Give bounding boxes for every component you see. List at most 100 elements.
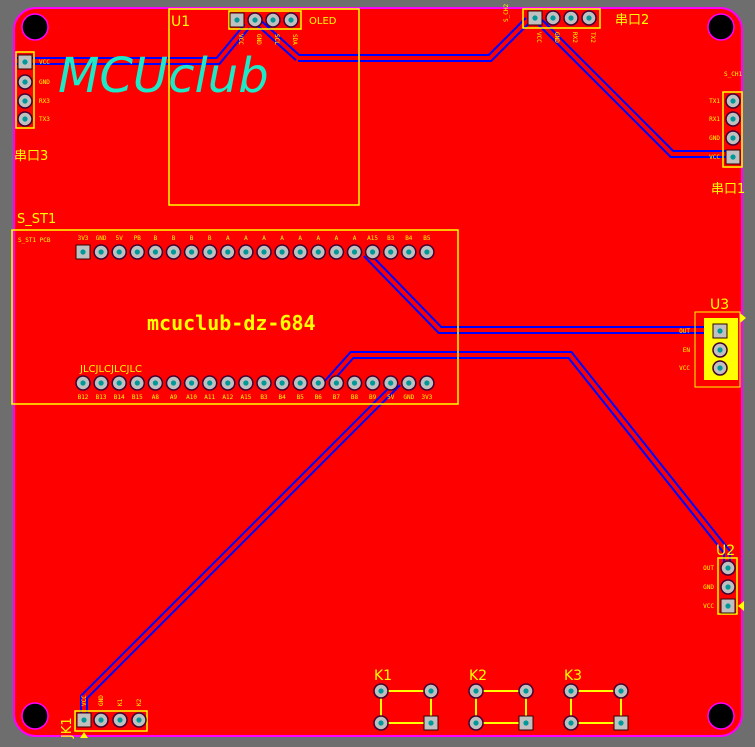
pin-label: A15: [240, 394, 251, 401]
pin-label: 5V: [116, 235, 124, 242]
drill-hole: [225, 249, 231, 255]
drill-hole: [717, 365, 723, 371]
pin-label: B: [190, 235, 194, 242]
drill-hole: [333, 249, 339, 255]
drill-hole: [370, 249, 376, 255]
mounting-holes: [21, 13, 735, 730]
pin-label: PB: [134, 235, 142, 242]
u1-name: OLED: [309, 16, 337, 27]
drill-hole: [243, 249, 249, 255]
pin-label: B: [172, 235, 176, 242]
pin-label: B3: [260, 394, 268, 401]
pin-label: A8: [152, 394, 160, 401]
drill-hole: [116, 380, 122, 386]
drill-hole: [98, 380, 104, 386]
drill-hole: [370, 380, 376, 386]
key-outline: [380, 690, 432, 724]
pin-label: VCC: [679, 365, 690, 372]
pin-label: OUT: [679, 328, 690, 335]
drill-hole: [22, 59, 28, 65]
drill-hole: [428, 720, 434, 726]
pin-label: B5: [297, 394, 305, 401]
pin-label: RX1: [709, 116, 720, 123]
pin-label: B: [154, 235, 158, 242]
uart1-small: S_CH1: [724, 71, 742, 78]
pin-label: GND: [553, 32, 560, 43]
drill-hole: [730, 98, 736, 104]
drill-hole: [297, 380, 303, 386]
u1-header-outline: [228, 10, 302, 30]
drill-hole: [378, 688, 384, 694]
pin-label: K2: [136, 698, 143, 706]
drill-hole: [152, 249, 158, 255]
drill-hole: [406, 249, 412, 255]
pin-label: GND: [96, 235, 107, 242]
pin-label: A: [298, 235, 302, 242]
pin-label: RX3: [39, 98, 50, 105]
s-st1-title: mcuclub-dz-684: [147, 311, 316, 335]
drill-hole: [568, 15, 574, 21]
drill-hole: [315, 380, 321, 386]
drill-hole: [725, 603, 731, 609]
u2-pin1-marker: [738, 601, 744, 611]
pin-label: VCC: [39, 59, 50, 66]
drill-hole: [618, 688, 624, 694]
drill-hole: [170, 249, 177, 255]
drill-hole: [134, 249, 140, 255]
pin-label: B9: [369, 394, 377, 401]
pin-label: B5: [423, 235, 431, 242]
pin-label: B4: [278, 394, 286, 401]
drill-hole: [80, 380, 86, 386]
drill-hole: [243, 380, 249, 386]
pin-label: VCC: [535, 32, 542, 43]
traces: [15, 17, 733, 718]
drill-hole: [261, 380, 267, 386]
drill-hole: [725, 584, 731, 590]
pin-label: VCC: [81, 695, 88, 706]
drill-hole: [170, 380, 177, 386]
pin-label: A15: [367, 235, 378, 242]
drill-hole: [288, 17, 294, 23]
pads: [17, 10, 741, 731]
drill-hole: [618, 720, 624, 726]
pin-label: RX2: [571, 32, 578, 43]
drill-hole: [152, 380, 158, 386]
pin-label: B15: [132, 394, 143, 401]
trace-core-0: [15, 24, 249, 63]
pin-label: A: [244, 235, 248, 242]
drill-hole: [297, 249, 303, 255]
key-ref: K2: [469, 668, 487, 684]
mounting-hole: [707, 13, 735, 41]
pin-label: 3V3: [421, 394, 432, 401]
drill-hole: [22, 98, 28, 104]
drill-hole: [279, 380, 285, 386]
pin-label: GND: [98, 695, 105, 706]
pin-label: VCC: [237, 34, 244, 45]
drill-hole: [568, 720, 574, 726]
drill-hole: [189, 380, 195, 386]
pin-label: B7: [333, 394, 341, 401]
trace-core-1: [256, 18, 530, 60]
pin-label: A11: [204, 394, 215, 401]
pin-label: B: [208, 235, 212, 242]
key-outline: [570, 690, 622, 724]
drill-hole: [252, 17, 258, 23]
drill-hole: [586, 15, 592, 21]
drill-hole: [388, 380, 394, 386]
pin-label: GND: [255, 34, 262, 45]
uart3-outline: [15, 51, 35, 129]
drill-hole: [730, 116, 736, 122]
drill-hole: [725, 565, 731, 571]
drill-hole: [378, 720, 384, 726]
pin-label: A: [280, 235, 284, 242]
s-st1-marking: JLCJLCJLCJLC: [79, 364, 142, 375]
drill-hole: [730, 154, 736, 160]
uart2-ref: 串口2: [615, 13, 649, 28]
uart3-ref: 串口3: [14, 149, 48, 164]
drill-hole: [406, 380, 412, 386]
trace-core-3: [364, 252, 705, 332]
drill-hole: [315, 249, 321, 255]
pin-label: A: [335, 235, 339, 242]
drill-hole: [473, 688, 479, 694]
